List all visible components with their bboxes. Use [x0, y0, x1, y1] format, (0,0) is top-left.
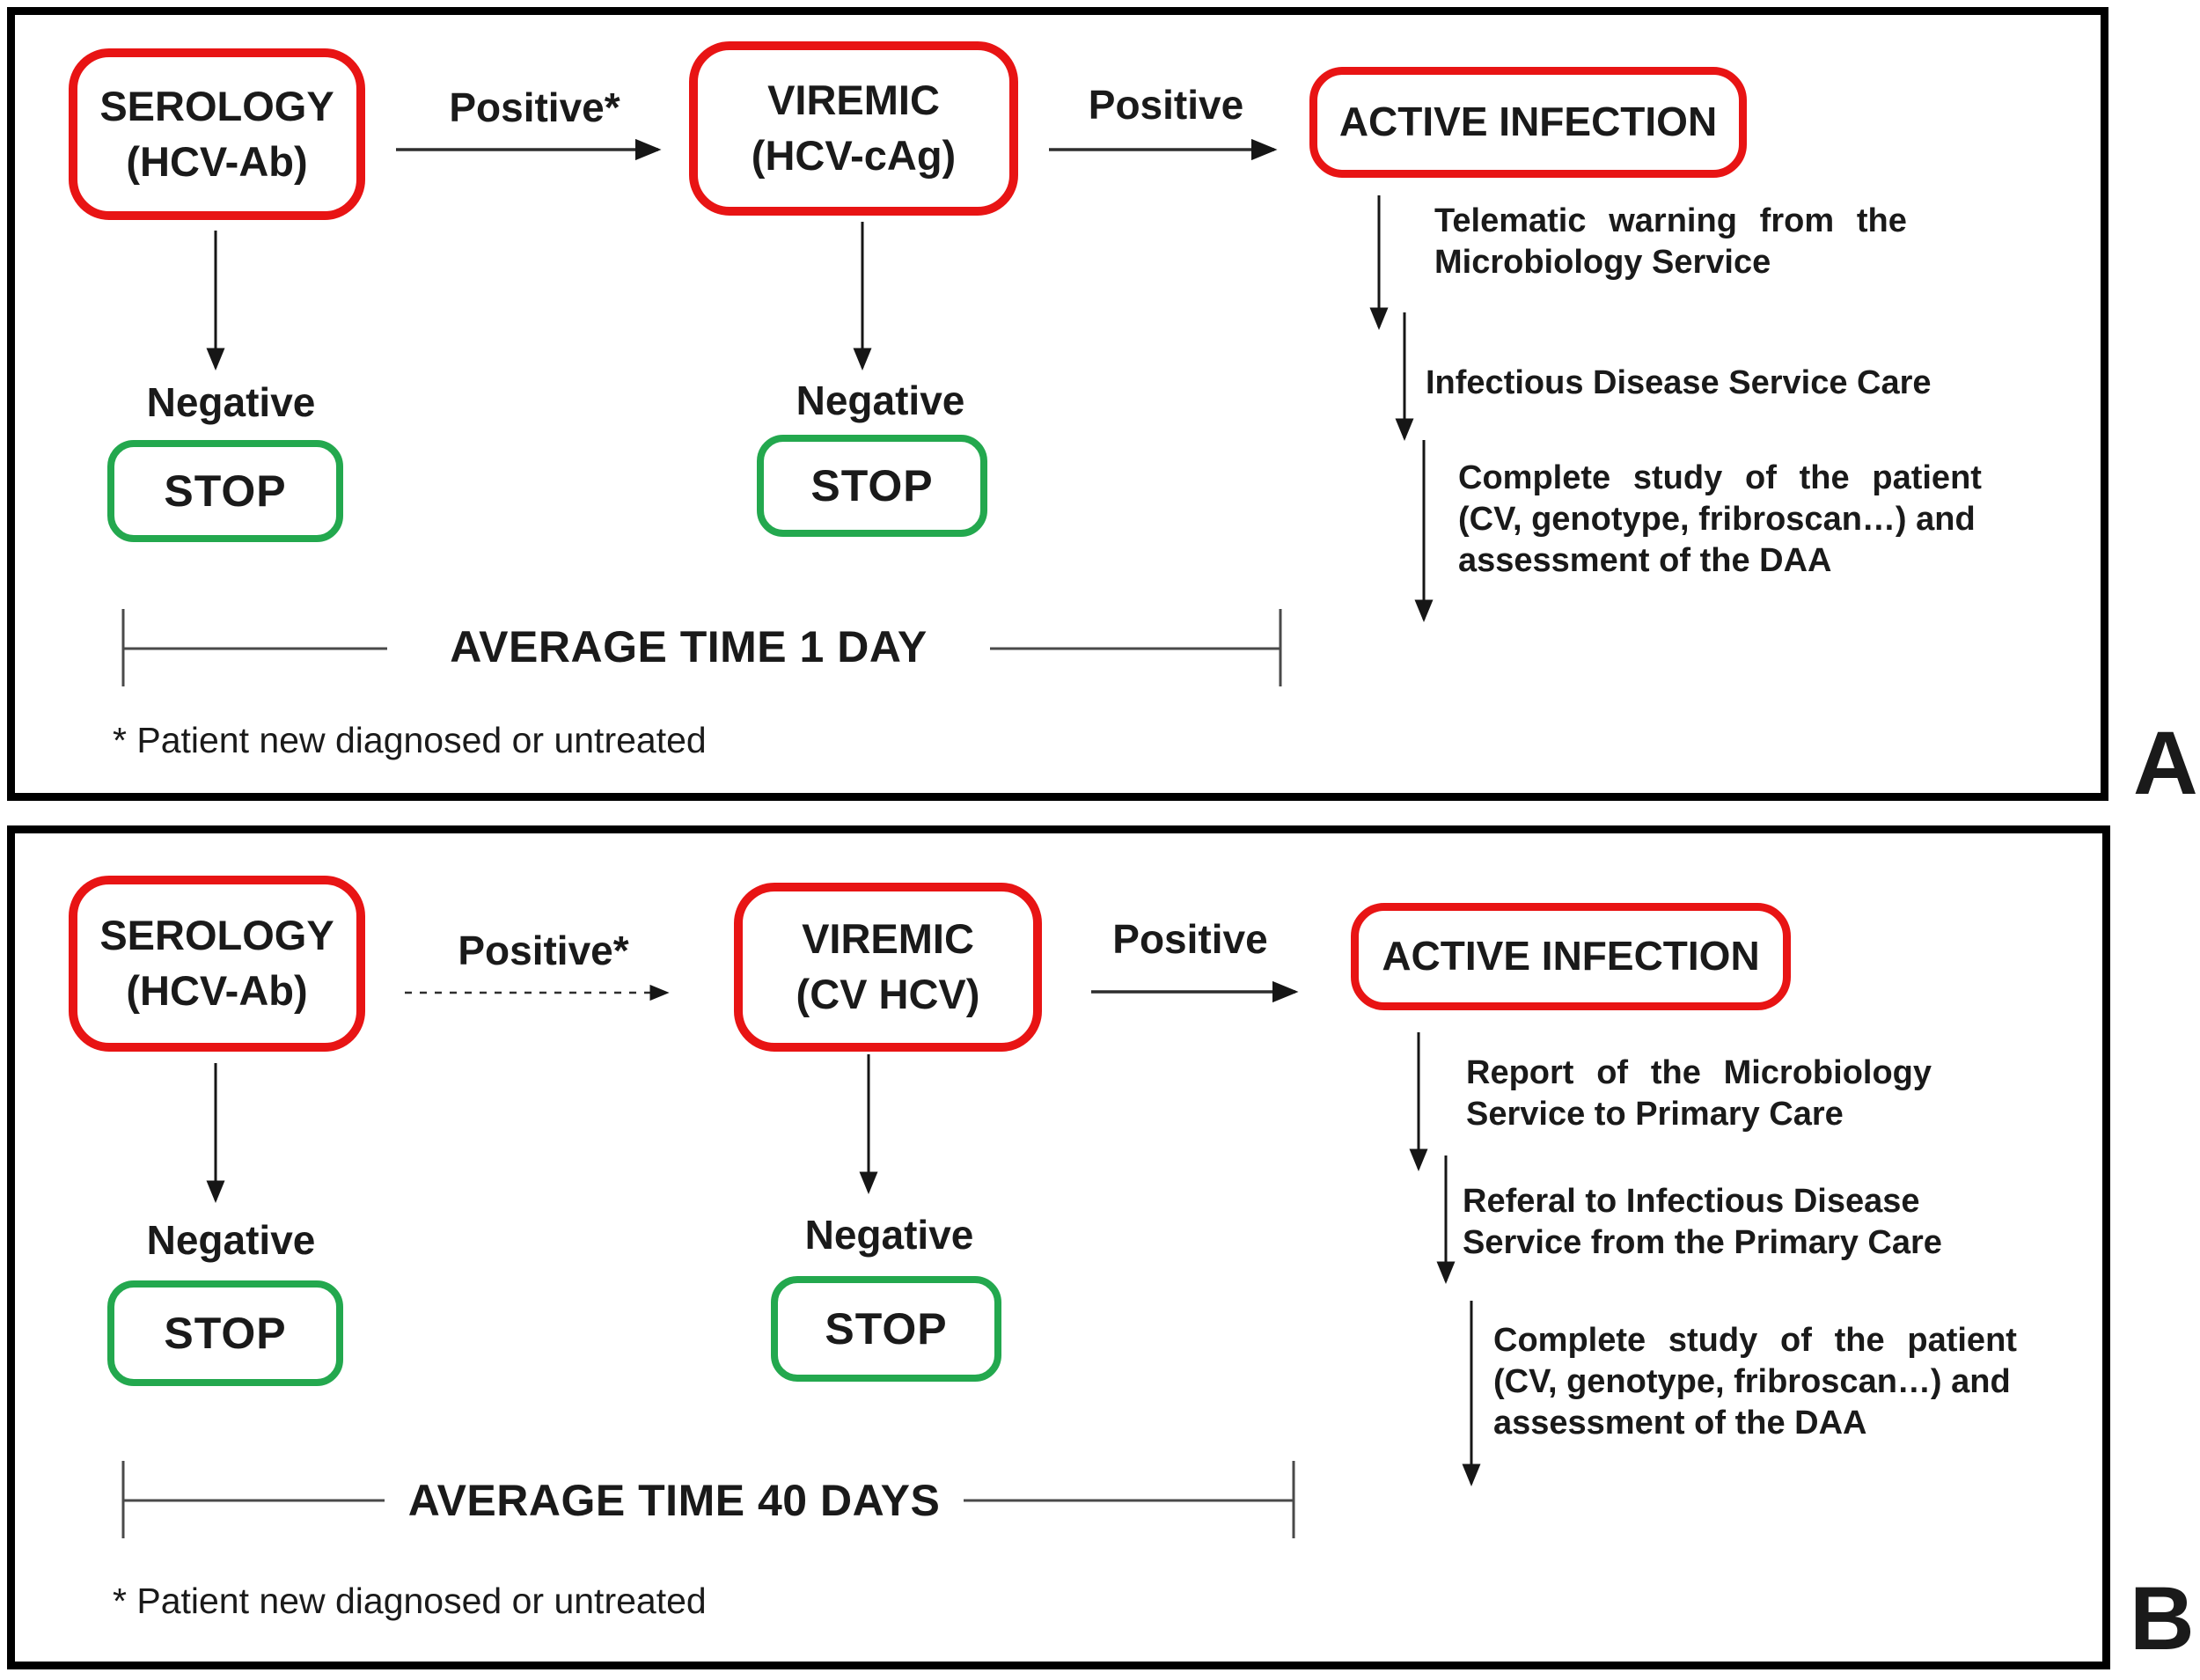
label-b-negative-1: Negative [146, 1217, 316, 1263]
step-a-1-line1: Telematic warning from the [1434, 202, 1907, 239]
footnote-b: * Patient new diagnosed or untreated [113, 1581, 707, 1621]
label-b-negative-2: Negative [804, 1212, 974, 1258]
step-b-1-line2: Service to Primary Care [1466, 1096, 1844, 1133]
step-a-3-line3: assessment of the DAA [1458, 542, 1832, 580]
step-b-3-line1: Complete study of the patient [1493, 1322, 2017, 1359]
node-b-active-infection: ACTIVE INFECTION [1351, 903, 1791, 1010]
node-b-serology-line1: SEROLOGY [99, 912, 334, 959]
label-b-positive-2: Positive [1112, 916, 1268, 962]
step-a-2: Infectious Disease Service Care [1426, 363, 2006, 404]
label-b-positive-1: Positive* [458, 928, 629, 973]
step-b-2-line2: Service from the Primary Care [1463, 1224, 1942, 1262]
node-a-active-infection: ACTIVE INFECTION [1309, 67, 1747, 178]
node-b-serology-line2: (HCV-Ab) [126, 967, 308, 1014]
label-a-negative-1: Negative [146, 379, 316, 425]
node-b-stop-2: STOP [771, 1276, 1001, 1382]
node-b-stop-1-label: STOP [164, 1309, 287, 1358]
node-a-active-infection-label: ACTIVE INFECTION [1338, 99, 1718, 145]
average-time-b: AVERAGE TIME 40 DAYS [407, 1476, 941, 1525]
step-a-1-line2: Microbiology Service [1434, 244, 1771, 282]
step-a-1: Telematic warning from the Microbiology … [1434, 201, 1978, 283]
node-a-serology-line1: SEROLOGY [99, 82, 334, 129]
node-a-stop-1-label: STOP [164, 466, 287, 516]
label-a-negative-2: Negative [796, 378, 965, 423]
node-a-stop-1: STOP [107, 440, 343, 542]
node-a-serology: SEROLOGY (HCV-Ab) [69, 48, 365, 220]
footnote-a: * Patient new diagnosed or untreated [113, 720, 707, 760]
node-b-viremic-line2: (CV HCV) [796, 971, 980, 1017]
node-b-viremic-line1: VIREMIC [802, 915, 974, 963]
step-a-3: Complete study of the patient (CV, genot… [1458, 458, 2055, 582]
node-a-stop-2-label: STOP [810, 461, 934, 510]
label-a-positive-2: Positive [1088, 82, 1244, 128]
node-b-active-infection-label: ACTIVE INFECTION [1382, 933, 1760, 979]
step-b-1: Report of the Microbiology Service to Pr… [1466, 1053, 2003, 1135]
node-b-serology: SEROLOGY (HCV-Ab) [69, 876, 365, 1052]
step-a-3-line2: (CV, genotype, fribroscan…) and [1458, 501, 1976, 539]
step-a-2-line1: Infectious Disease Service Care [1426, 364, 1932, 401]
step-b-2-line1: Referal to Infectious Disease [1463, 1183, 1920, 1220]
step-b-3-line3: assessment of the DAA [1493, 1405, 1867, 1442]
step-a-3-line1: Complete study of the patient [1458, 459, 1982, 496]
node-b-viremic: VIREMIC (CV HCV) [734, 883, 1042, 1052]
node-b-stop-1: STOP [107, 1280, 343, 1386]
node-a-serology-line2: (HCV-Ab) [126, 137, 308, 185]
step-b-3: Complete study of the patient (CV, genot… [1493, 1320, 2090, 1444]
node-a-stop-2: STOP [757, 435, 987, 537]
step-b-3-line2: (CV, genotype, fribroscan…) and [1493, 1363, 2011, 1401]
node-a-viremic-line1: VIREMIC [767, 77, 940, 124]
step-b-2: Referal to Infectious Disease Service fr… [1463, 1181, 2026, 1264]
panel-b-letter: B [2130, 1568, 2195, 1669]
panel-a-letter: A [2133, 713, 2198, 813]
average-time-a: AVERAGE TIME 1 DAY [450, 622, 928, 671]
label-a-positive-1: Positive* [449, 84, 620, 130]
step-b-1-line1: Report of the Microbiology [1466, 1054, 1932, 1091]
node-b-stop-2-label: STOP [825, 1304, 948, 1354]
node-a-viremic: VIREMIC (HCV-cAg) [689, 41, 1018, 216]
node-a-viremic-line2: (HCV-cAg) [751, 132, 957, 179]
